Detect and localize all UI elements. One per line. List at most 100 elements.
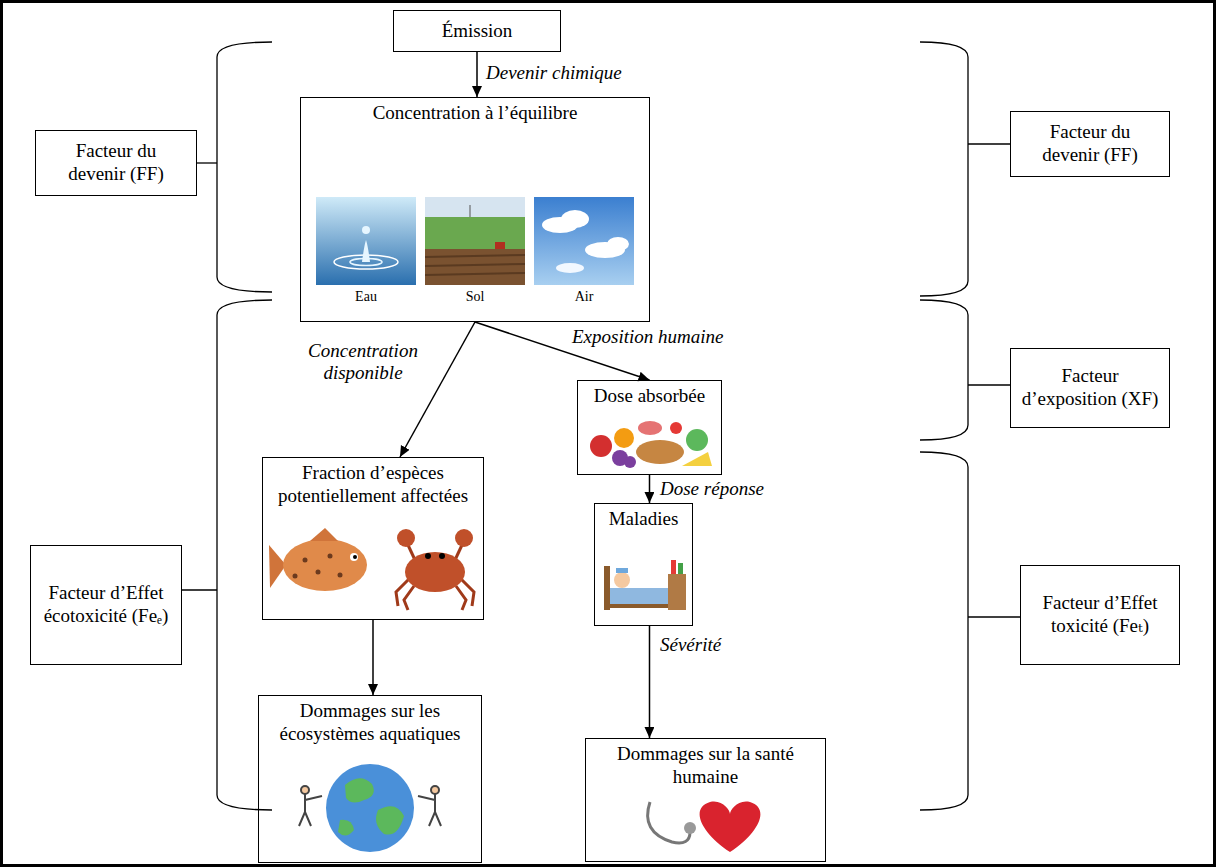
- fish-picture: [328, 554, 333, 559]
- node-text: Dommages sur la santé humaine: [589, 743, 822, 789]
- process-box: Maladies: [594, 503, 693, 626]
- arrow-connector: [476, 52, 478, 97]
- sick-person-picture: [614, 572, 630, 588]
- crab-picture: [404, 586, 414, 610]
- globe-picture: [299, 786, 441, 826]
- crab-picture: [425, 553, 431, 559]
- arrow-connector: [649, 475, 651, 503]
- globe-picture: [338, 820, 354, 836]
- arrow-connector: [649, 626, 651, 738]
- soil-photo: [425, 217, 525, 249]
- air-photo: [556, 263, 584, 273]
- node-text: Dommages sur les écosystèmes aquatiques: [262, 700, 478, 746]
- fish-picture: [316, 570, 321, 575]
- sick-person-picture: [610, 588, 668, 604]
- factor-box: Facteur du devenir (FF): [1010, 111, 1170, 177]
- soil-photo: [425, 249, 525, 285]
- crab-picture: [397, 529, 415, 547]
- edge-label: Concentration disponible: [298, 340, 428, 384]
- bracket: [968, 143, 1010, 144]
- node-text: Facteur du devenir (FF): [46, 140, 186, 186]
- soil-photo: [425, 197, 525, 285]
- globe-picture: [345, 778, 374, 802]
- globe-picture: [301, 786, 309, 794]
- bracket: [920, 452, 968, 810]
- bracket: [920, 300, 968, 440]
- food-picture: [638, 421, 662, 435]
- soil-photo: [470, 205, 471, 217]
- air-photo: [607, 237, 629, 251]
- node-text: Facteur d’Effet écotoxicité (Feₑ): [41, 582, 171, 628]
- bracket: [968, 616, 1020, 617]
- food-picture: [686, 429, 708, 451]
- globe-picture: [299, 794, 322, 826]
- bracket: [217, 42, 272, 292]
- water-photo: [316, 197, 416, 285]
- soil-photo: [425, 255, 525, 275]
- air-photo: [561, 210, 589, 228]
- node-text: Dose absorbée: [594, 385, 705, 408]
- photo-caption: Sol: [425, 288, 525, 306]
- bracket: [197, 162, 217, 163]
- arrow-connector: [372, 620, 374, 695]
- fish-picture: [283, 539, 367, 591]
- sick-person-picture: [604, 566, 610, 610]
- sick-person-picture: [678, 563, 683, 574]
- globe-picture: [418, 794, 441, 826]
- sick-person-picture: [610, 604, 668, 608]
- food-picture: [624, 456, 636, 468]
- food-picture: [590, 435, 612, 457]
- photo-caption: Eau: [316, 288, 416, 306]
- crab-picture: [455, 529, 473, 547]
- crab-picture: [405, 552, 465, 592]
- fish-picture: [353, 555, 357, 559]
- soil-photo: [495, 242, 505, 249]
- water-photo: [316, 197, 416, 285]
- air-photo: [534, 197, 634, 285]
- fish-picture: [303, 558, 308, 563]
- edge-label: Sévérité: [658, 634, 723, 656]
- fish-picture: [269, 528, 367, 591]
- sick-person-picture: [604, 560, 686, 610]
- sick-person-picture: [616, 568, 628, 573]
- photo-caption: Air: [534, 288, 634, 306]
- bracket: [920, 42, 968, 296]
- air-photo: [534, 197, 634, 285]
- node-text: Fraction d’espèces potentiellement affec…: [266, 462, 480, 508]
- heart-picture: [648, 801, 761, 852]
- node-text: Facteur du devenir (FF): [1021, 121, 1159, 167]
- globe-picture: [326, 764, 414, 852]
- process-box: Dommages sur la santé humaine: [585, 738, 826, 862]
- process-box: Dommages sur les écosystèmes aquatiques: [258, 695, 482, 863]
- fish-picture: [310, 528, 338, 541]
- crab-picture: [396, 545, 474, 610]
- water-photo: [362, 226, 370, 234]
- factor-box: Facteur du devenir (FF): [35, 130, 197, 196]
- edge-label: Exposition humaine: [570, 326, 725, 348]
- edge-label: Devenir chimique: [484, 62, 624, 84]
- edge-label: Dose réponse: [658, 478, 766, 500]
- fish-picture: [293, 574, 298, 579]
- node-text: Facteur d’exposition (XF): [1021, 365, 1159, 411]
- globe-picture: [299, 764, 441, 852]
- factor-box: Facteur d’Effet toxicité (Feₜ): [1020, 565, 1180, 665]
- fish-picture: [338, 573, 343, 578]
- node-text: Émission: [442, 20, 513, 43]
- node-text: Facteur d’Effet toxicité (Feₜ): [1031, 592, 1169, 638]
- factor-box: Facteur d’exposition (XF): [1010, 348, 1170, 428]
- process-box: Émission: [393, 10, 561, 52]
- globe-picture: [431, 786, 439, 794]
- concentration-box: Concentration à l’équilibre: [300, 97, 650, 322]
- heart-picture: [648, 802, 690, 843]
- food-picture: [682, 452, 712, 466]
- food-picture: [636, 440, 684, 464]
- soil-photo: [425, 197, 525, 217]
- node-text: Concentration à l’équilibre: [373, 102, 578, 125]
- globe-picture: [376, 806, 404, 834]
- node-text: Maladies: [609, 508, 679, 531]
- heart-picture: [684, 822, 696, 834]
- food-picture: [590, 421, 712, 468]
- bracket: [217, 300, 272, 810]
